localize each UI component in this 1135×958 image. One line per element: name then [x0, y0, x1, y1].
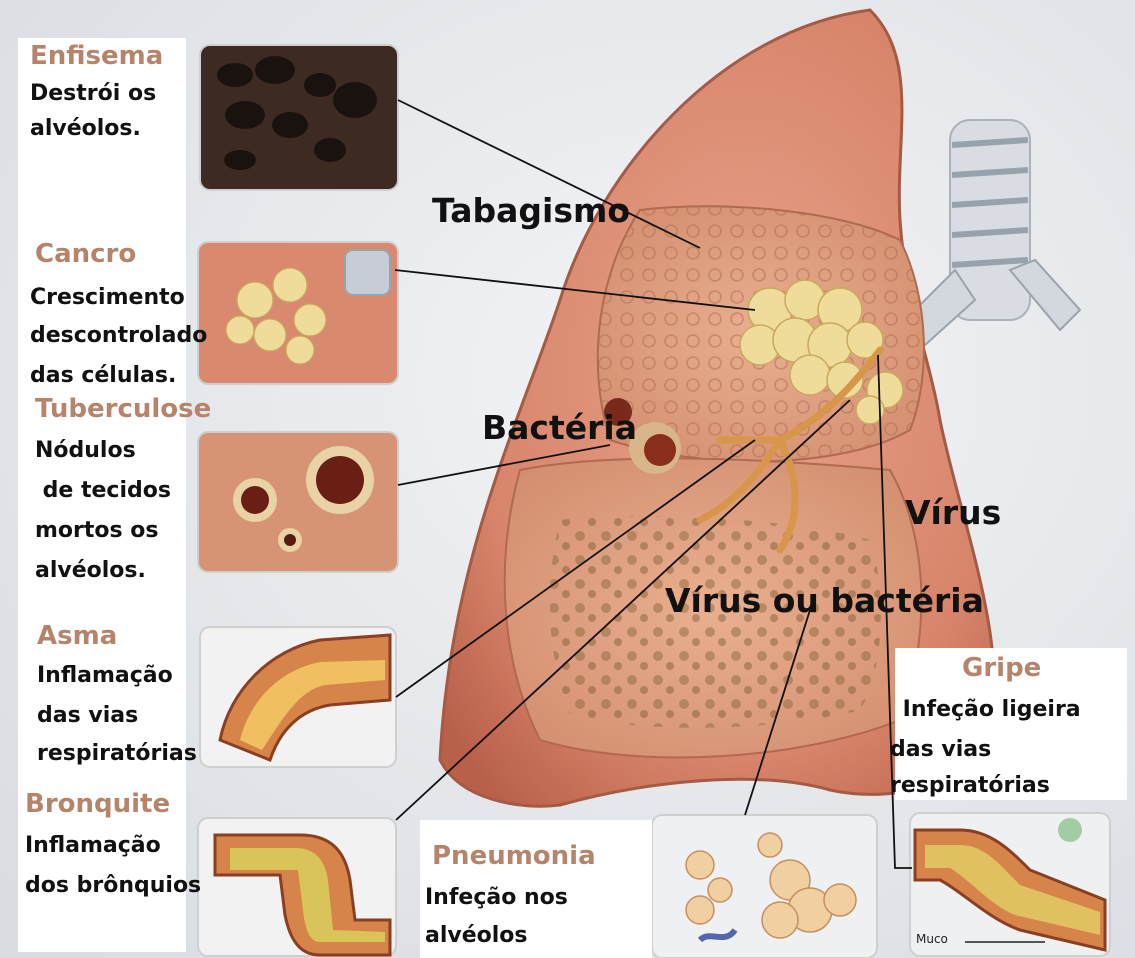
pneumonia-title: Pneumonia — [432, 840, 596, 874]
cause-virus: Vírus — [905, 492, 1001, 535]
muco-label: Muco — [916, 932, 948, 948]
tuberculose-title: Tuberculose — [35, 393, 211, 427]
enfisema-title: Enfisema — [30, 40, 163, 74]
cause-bacteria: Bactéria — [482, 407, 637, 450]
enfisema-desc-2: alvéolos. — [30, 115, 141, 144]
gripe-desc-2: das vias — [890, 736, 991, 765]
cancro-title: Cancro — [35, 238, 136, 272]
asma-desc-2: das vias — [37, 702, 138, 731]
gripe-desc-3: respiratórias — [890, 772, 1050, 801]
bronquite-title: Bronquite — [25, 788, 170, 822]
cancro-desc-2: descontrolado — [30, 322, 207, 351]
cancro-desc-1: Crescimento — [30, 284, 185, 313]
tuberculose-desc-2: de tecidos — [35, 477, 171, 506]
tuberculose-desc-1: Nódulos — [35, 437, 136, 466]
bronquite-desc-1: Inflamação — [25, 832, 161, 861]
bronquite-desc-2: dos brônquios — [25, 872, 201, 901]
asma-desc-3: respiratórias — [37, 740, 197, 769]
enfisema-desc-1: Destrói os — [30, 80, 156, 109]
cancro-desc-3: das células. — [30, 362, 176, 391]
pneumonia-thumbnail — [652, 815, 877, 958]
gripe-desc-1: Infeção ligeira — [895, 696, 1081, 725]
asma-desc-1: Inflamação — [37, 662, 173, 691]
pneumonia-desc-2: alvéolos — [425, 922, 528, 951]
tuberculose-desc-4: alvéolos. — [35, 557, 146, 586]
bronquite-thumbnail — [198, 818, 396, 956]
tuberculose-thumbnail — [198, 432, 398, 572]
cause-virus-ou-bacteria: Vírus ou bactéria — [665, 580, 984, 623]
cancro-thumbnail — [198, 242, 398, 384]
asma-thumbnail — [200, 627, 396, 767]
asma-title: Asma — [37, 620, 117, 654]
gripe-title: Gripe — [962, 652, 1041, 686]
tuberculose-desc-3: mortos os — [35, 517, 158, 546]
cause-tabagismo: Tabagismo — [432, 190, 630, 233]
enfisema-thumbnail — [200, 45, 398, 190]
pneumonia-desc-1: Infeção nos — [425, 884, 568, 913]
